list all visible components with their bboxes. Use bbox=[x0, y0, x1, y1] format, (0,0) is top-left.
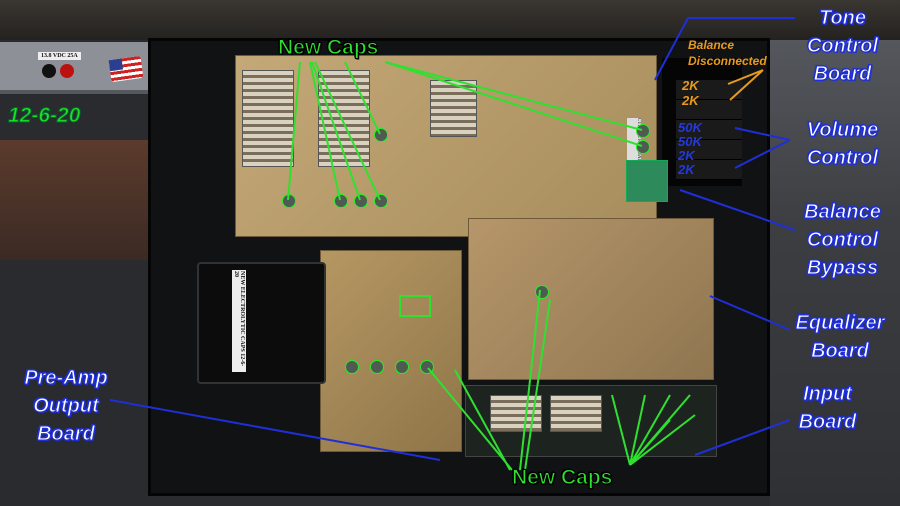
switch-bank bbox=[242, 70, 294, 167]
new-cap bbox=[345, 360, 359, 374]
psu-label: 13.8 VDC 25A bbox=[38, 52, 81, 60]
new-cap bbox=[374, 128, 388, 142]
background-left bbox=[0, 140, 150, 260]
new-cap bbox=[334, 194, 348, 208]
transformer-label: NEW ELECTROLYTIC CAPS 12-6-20 bbox=[232, 270, 246, 372]
new-cap bbox=[354, 194, 368, 208]
equalizer-board bbox=[468, 218, 714, 380]
transformer bbox=[197, 262, 326, 384]
red-post bbox=[60, 64, 74, 78]
new-cap bbox=[374, 194, 388, 208]
black-post bbox=[42, 64, 56, 78]
date-label: 12-6-20 bbox=[7, 104, 81, 128]
new-cap bbox=[636, 140, 650, 154]
new-cap bbox=[636, 124, 650, 138]
new-caps-label-top: New Caps bbox=[277, 36, 379, 60]
balance-bypass-pcb bbox=[626, 160, 668, 202]
new-caps-label-bottom: New Caps bbox=[511, 466, 613, 490]
new-cap bbox=[370, 360, 384, 374]
potentiometer-stack bbox=[662, 58, 742, 186]
new-cap bbox=[395, 360, 409, 374]
background-top bbox=[0, 0, 900, 40]
background-right bbox=[770, 40, 900, 506]
input-connector bbox=[550, 395, 602, 432]
